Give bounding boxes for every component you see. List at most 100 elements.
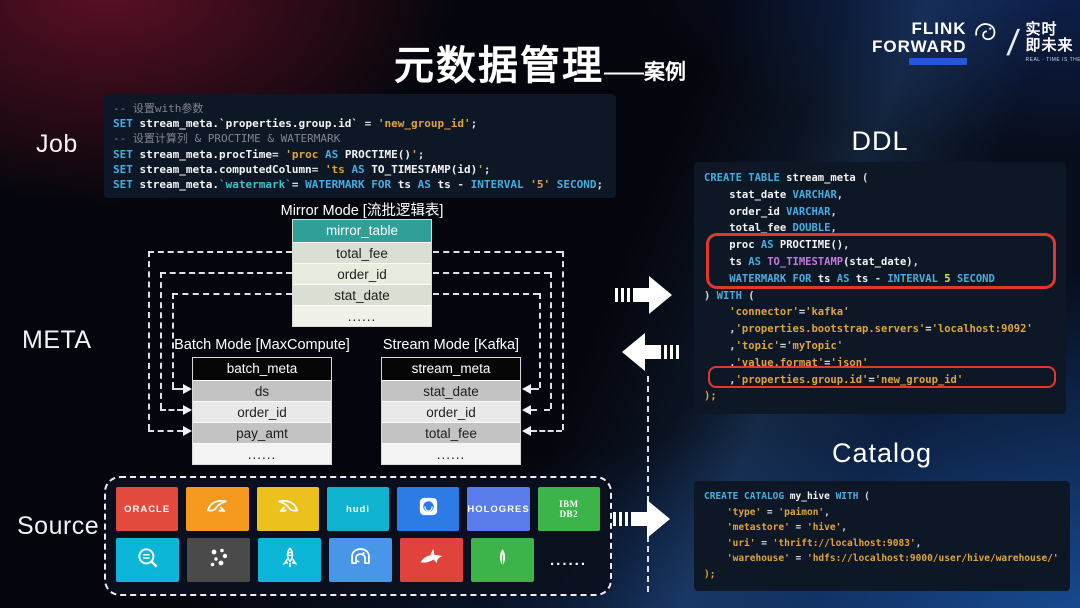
code-token: 'hdfs://localhost:9000/user/hive/warehou… [806,553,1059,565]
code-token: ; [483,162,491,176]
dashed-connector [550,272,552,409]
code-token: 'proc [285,147,325,161]
rocket-tile [258,538,321,582]
table-row: order_id [382,401,520,422]
ddl-group-id-highlight [708,366,1056,388]
code-token: AS [754,239,774,252]
code-token: -- 设置with参数 [113,102,204,115]
code-line: proc AS PROCTIME(), [704,237,1056,254]
code-line: 'uri' = 'thrift://localhost:9083', [704,536,1060,552]
source-row-2: ...... [116,538,600,582]
code-line: stat_date VARCHAR, [704,187,1056,204]
table-row: ...... [293,305,431,326]
code-token: (stat_date) [843,255,913,268]
arrowhead [183,426,192,436]
code-token: TO_TIMESTAMP [760,255,844,268]
code-token: ); [704,568,716,580]
code-token: = [311,162,325,176]
dashed-connector [160,409,183,411]
dashed-connector [172,388,183,390]
code-token: WATERMARK FOR [305,178,392,192]
leaf-tile [471,538,534,582]
leaf-icon [492,547,513,573]
dashed-connector [160,272,292,274]
code-token: 'type' [704,506,762,518]
dashed-connector-vertical [647,376,649,592]
logo-line2: FORWARD [872,37,967,56]
stream-table-header: stream_meta [382,358,520,380]
code-token: 'properties.group.id' [735,373,869,386]
code-token: INTERVAL [887,272,938,285]
flink-forward-wordmark: FLINK FORWARD [872,20,967,65]
code-token: = [761,506,779,518]
code-token: ( [858,491,870,502]
dashed-connector [562,251,564,430]
code-line: 'type' = 'paimon', [704,505,1060,521]
arrowhead [522,405,531,415]
code-token: 5 [937,272,951,285]
code-line: ,'properties.bootstrap.servers'='localho… [704,321,1056,338]
table-row: pay_amt [193,422,331,443]
code-token: = [789,553,807,565]
code-token: , [830,205,837,218]
logo-tagline: REAL · TIME IS THE FUTURE [1025,57,1080,63]
logo-cn-line1: 实时 [1025,21,1058,38]
magnifier-tile [116,538,179,582]
code-line: -- 设置计算列 & PROCTIME & WATERMARK [113,131,607,146]
code-line: WATERMARK FOR ts AS ts - INTERVAL 5 SECO… [704,271,1056,288]
magnifier-icon [135,545,161,576]
dashed-connector [531,409,550,411]
code-token: stream_meta.`properties.group.id` [132,117,359,131]
code-token: 'topic' [735,339,780,352]
code-token: ; [596,178,604,192]
code-line: ,'value.format'='json' [704,355,1056,372]
logo-cn-block: 实时 即未来 REAL · TIME IS THE FUTURE [1025,21,1080,64]
code-token: CREATE CATALOG [704,491,785,502]
code-token: 'connector' [704,306,799,319]
code-token: , [843,239,850,252]
code-token: - [450,178,471,192]
ddl-heading: DDL [851,126,909,156]
code-token: , [830,222,837,235]
code-token: = [798,306,806,319]
code-token: 'metastore' [704,522,790,534]
code-line: SET stream_meta.`watermark`= WATERMARK F… [113,177,607,192]
catalog-code-block: CREATE CATALOG my_hive WITH ( 'type' = '… [694,481,1070,591]
code-token: stream_meta.procTime [132,147,272,161]
label-job: Job [36,130,78,158]
globe-icon [417,495,440,523]
arrowhead [183,405,192,415]
flow-arrow-left-from-ddl [622,333,679,371]
elephant-tile [329,538,392,582]
code-token: = [779,339,787,352]
dashed-connector [433,251,562,253]
dashed-connector [531,388,539,390]
code-token: 'new_group_id' [377,117,471,131]
dashed-connector [148,430,183,432]
code-token: total_fee [704,222,787,235]
code-token: = [271,147,286,161]
code-token: , [841,522,848,534]
oracle-tile: ORACLE [116,487,179,531]
code-token: SET [113,178,133,192]
orca-tile [400,538,463,582]
dashed-connector [160,272,162,409]
code-line: CREATE TABLE stream_meta ( [704,170,1056,187]
job-sql-code-block: -- 设置with参数 SET stream_meta.`properties.g… [104,94,616,198]
catalog-heading: Catalog [831,438,933,468]
code-token: AS [417,178,431,192]
code-token: 'warehouse' [704,553,790,565]
code-token: ( [855,172,869,184]
dashed-connector [172,293,174,388]
flink-forward-logo: FLINK FORWARD / 实时 即未来 REAL · TIME IS TH… [872,20,1080,65]
code-token: VARCHAR [779,205,831,218]
tile-label-line: IBM [559,499,579,509]
hologres-tile: HOLOGRES [467,487,530,531]
code-token: order_id [704,205,780,218]
code-token: stream_meta. [132,178,219,192]
code-token: WITH [716,289,742,302]
